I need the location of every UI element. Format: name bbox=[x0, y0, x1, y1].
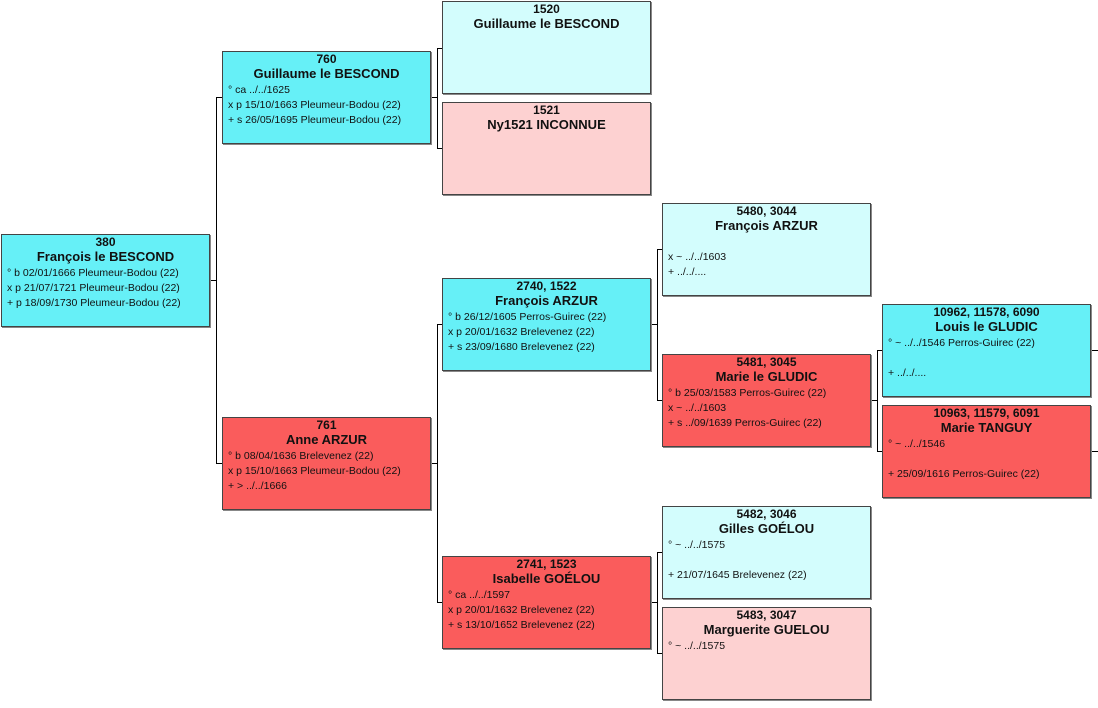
person-name: Louis le GLUDIC bbox=[935, 319, 1038, 334]
event-list: ° b 08/04/1636 Brelevenez (22) x p 15/10/… bbox=[223, 449, 430, 494]
sosa-number: 760 bbox=[316, 52, 337, 66]
event-list: x ~ ../../1603 + ../../.... bbox=[663, 235, 870, 280]
event-line: + s 26/05/1695 Pleumeur-Bodou (22) bbox=[228, 114, 402, 126]
event-list: ° ~ ../../1575 + 21/07/1645 Brelevenez (… bbox=[663, 538, 870, 583]
event-line: x p 15/10/1663 Pleumeur-Bodou (22) bbox=[228, 99, 401, 111]
event-line: ° b 25/03/1583 Perros-Guirec (22) bbox=[668, 387, 827, 399]
event-line: ° ~ ../../1546 bbox=[888, 438, 946, 450]
sosa-number: 5480, 3044 bbox=[736, 204, 797, 218]
person-name: Guillaume le BESCOND bbox=[473, 16, 620, 31]
sosa-number: 5482, 3046 bbox=[736, 507, 797, 521]
event-line: x p 20/01/1632 Brelevenez (22) bbox=[448, 604, 595, 616]
event-line: ° ca ../../1597 bbox=[448, 589, 510, 601]
event-line: + ../../.... bbox=[888, 367, 927, 379]
event-list: ° b 02/01/1666 Pleumeur-Bodou (22) x p 21… bbox=[2, 266, 209, 311]
sosa-number: 5481, 3045 bbox=[736, 355, 797, 369]
sosa-number: 2741, 1523 bbox=[516, 557, 577, 571]
event-line: ° ca ../../1625 bbox=[228, 84, 290, 96]
sosa-number: 10962, 11578, 6090 bbox=[933, 305, 1040, 319]
person-name: Anne ARZUR bbox=[285, 432, 368, 447]
event-line: + s ../09/1639 Perros-Guirec (22) bbox=[668, 417, 822, 429]
event-line: ° b 08/04/1636 Brelevenez (22) bbox=[228, 450, 374, 462]
person-name: Gilles GOÉLOU bbox=[718, 521, 815, 536]
event-list: ° b 25/03/1583 Perros-Guirec (22) x ~ ../… bbox=[663, 386, 870, 431]
event-line: ° b 26/12/1605 Perros-Guirec (22) bbox=[448, 311, 607, 323]
event-line: x ~ ../../1603 bbox=[668, 402, 727, 414]
event-line: + ../../.... bbox=[668, 266, 707, 278]
sosa-number: 1521 bbox=[533, 103, 560, 117]
event-list: ° b 26/12/1605 Perros-Guirec (22) x p 20/… bbox=[443, 310, 650, 355]
person-name: Marie TANGUY bbox=[940, 420, 1033, 435]
event-line: x p 21/07/1721 Pleumeur-Bodou (22) bbox=[7, 282, 180, 294]
person-name: Isabelle GOÉLOU bbox=[492, 571, 601, 586]
event-line: + 25/09/1616 Perros-Guirec (22) bbox=[888, 468, 1040, 480]
event-list: ° ~ ../../1546 + 25/09/1616 Perros-Guire… bbox=[883, 437, 1090, 482]
sosa-number: 2740, 1522 bbox=[516, 279, 577, 293]
event-line: ° ~ ../../1575 bbox=[668, 539, 726, 551]
sosa-number: 380 bbox=[95, 235, 116, 249]
person-name: Guillaume le BESCOND bbox=[253, 66, 400, 81]
sosa-number: 5483, 3047 bbox=[736, 608, 797, 622]
person-name: François le BESCOND bbox=[36, 249, 175, 264]
event-line: ° b 02/01/1666 Pleumeur-Bodou (22) bbox=[7, 267, 179, 279]
event-line: + > ../../1666 bbox=[228, 480, 287, 492]
event-line: + 21/07/1645 Brelevenez (22) bbox=[668, 569, 807, 581]
event-line: x ~ ../../1603 bbox=[668, 251, 727, 263]
event-line: + s 23/09/1680 Brelevenez (22) bbox=[448, 341, 595, 353]
event-line: + p 18/09/1730 Pleumeur-Bodou (22) bbox=[7, 297, 181, 309]
event-list: ° ca ../../1625 x p 15/10/1663 Pleumeur-B… bbox=[223, 83, 430, 128]
person-name: François ARZUR bbox=[715, 218, 818, 233]
person-name: François ARZUR bbox=[495, 293, 598, 308]
person-name: Marie le GLUDIC bbox=[715, 369, 818, 384]
sosa-number: 1520 bbox=[533, 2, 560, 16]
event-line: x p 20/01/1632 Brelevenez (22) bbox=[448, 326, 595, 338]
event-list: ° ~ ../../1575 bbox=[663, 639, 870, 654]
person-name: Marguerite GUELOU bbox=[703, 622, 830, 637]
event-list: ° ~ ../../1546 Perros-Guirec (22) + ../.… bbox=[883, 336, 1090, 381]
event-line: ° ~ ../../1546 Perros-Guirec (22) bbox=[888, 337, 1035, 349]
event-line: x p 15/10/1663 Pleumeur-Bodou (22) bbox=[228, 465, 401, 477]
event-line: + s 13/10/1652 Brelevenez (22) bbox=[448, 619, 595, 631]
event-list: ° ca ../../1597 x p 20/01/1632 Brelevenez… bbox=[443, 588, 650, 633]
event-line: ° ~ ../../1575 bbox=[668, 640, 726, 652]
person-name: Ny1521 INCONNUE bbox=[487, 117, 606, 132]
sosa-number: 761 bbox=[316, 418, 337, 432]
sosa-number: 10963, 11579, 6091 bbox=[933, 406, 1040, 420]
